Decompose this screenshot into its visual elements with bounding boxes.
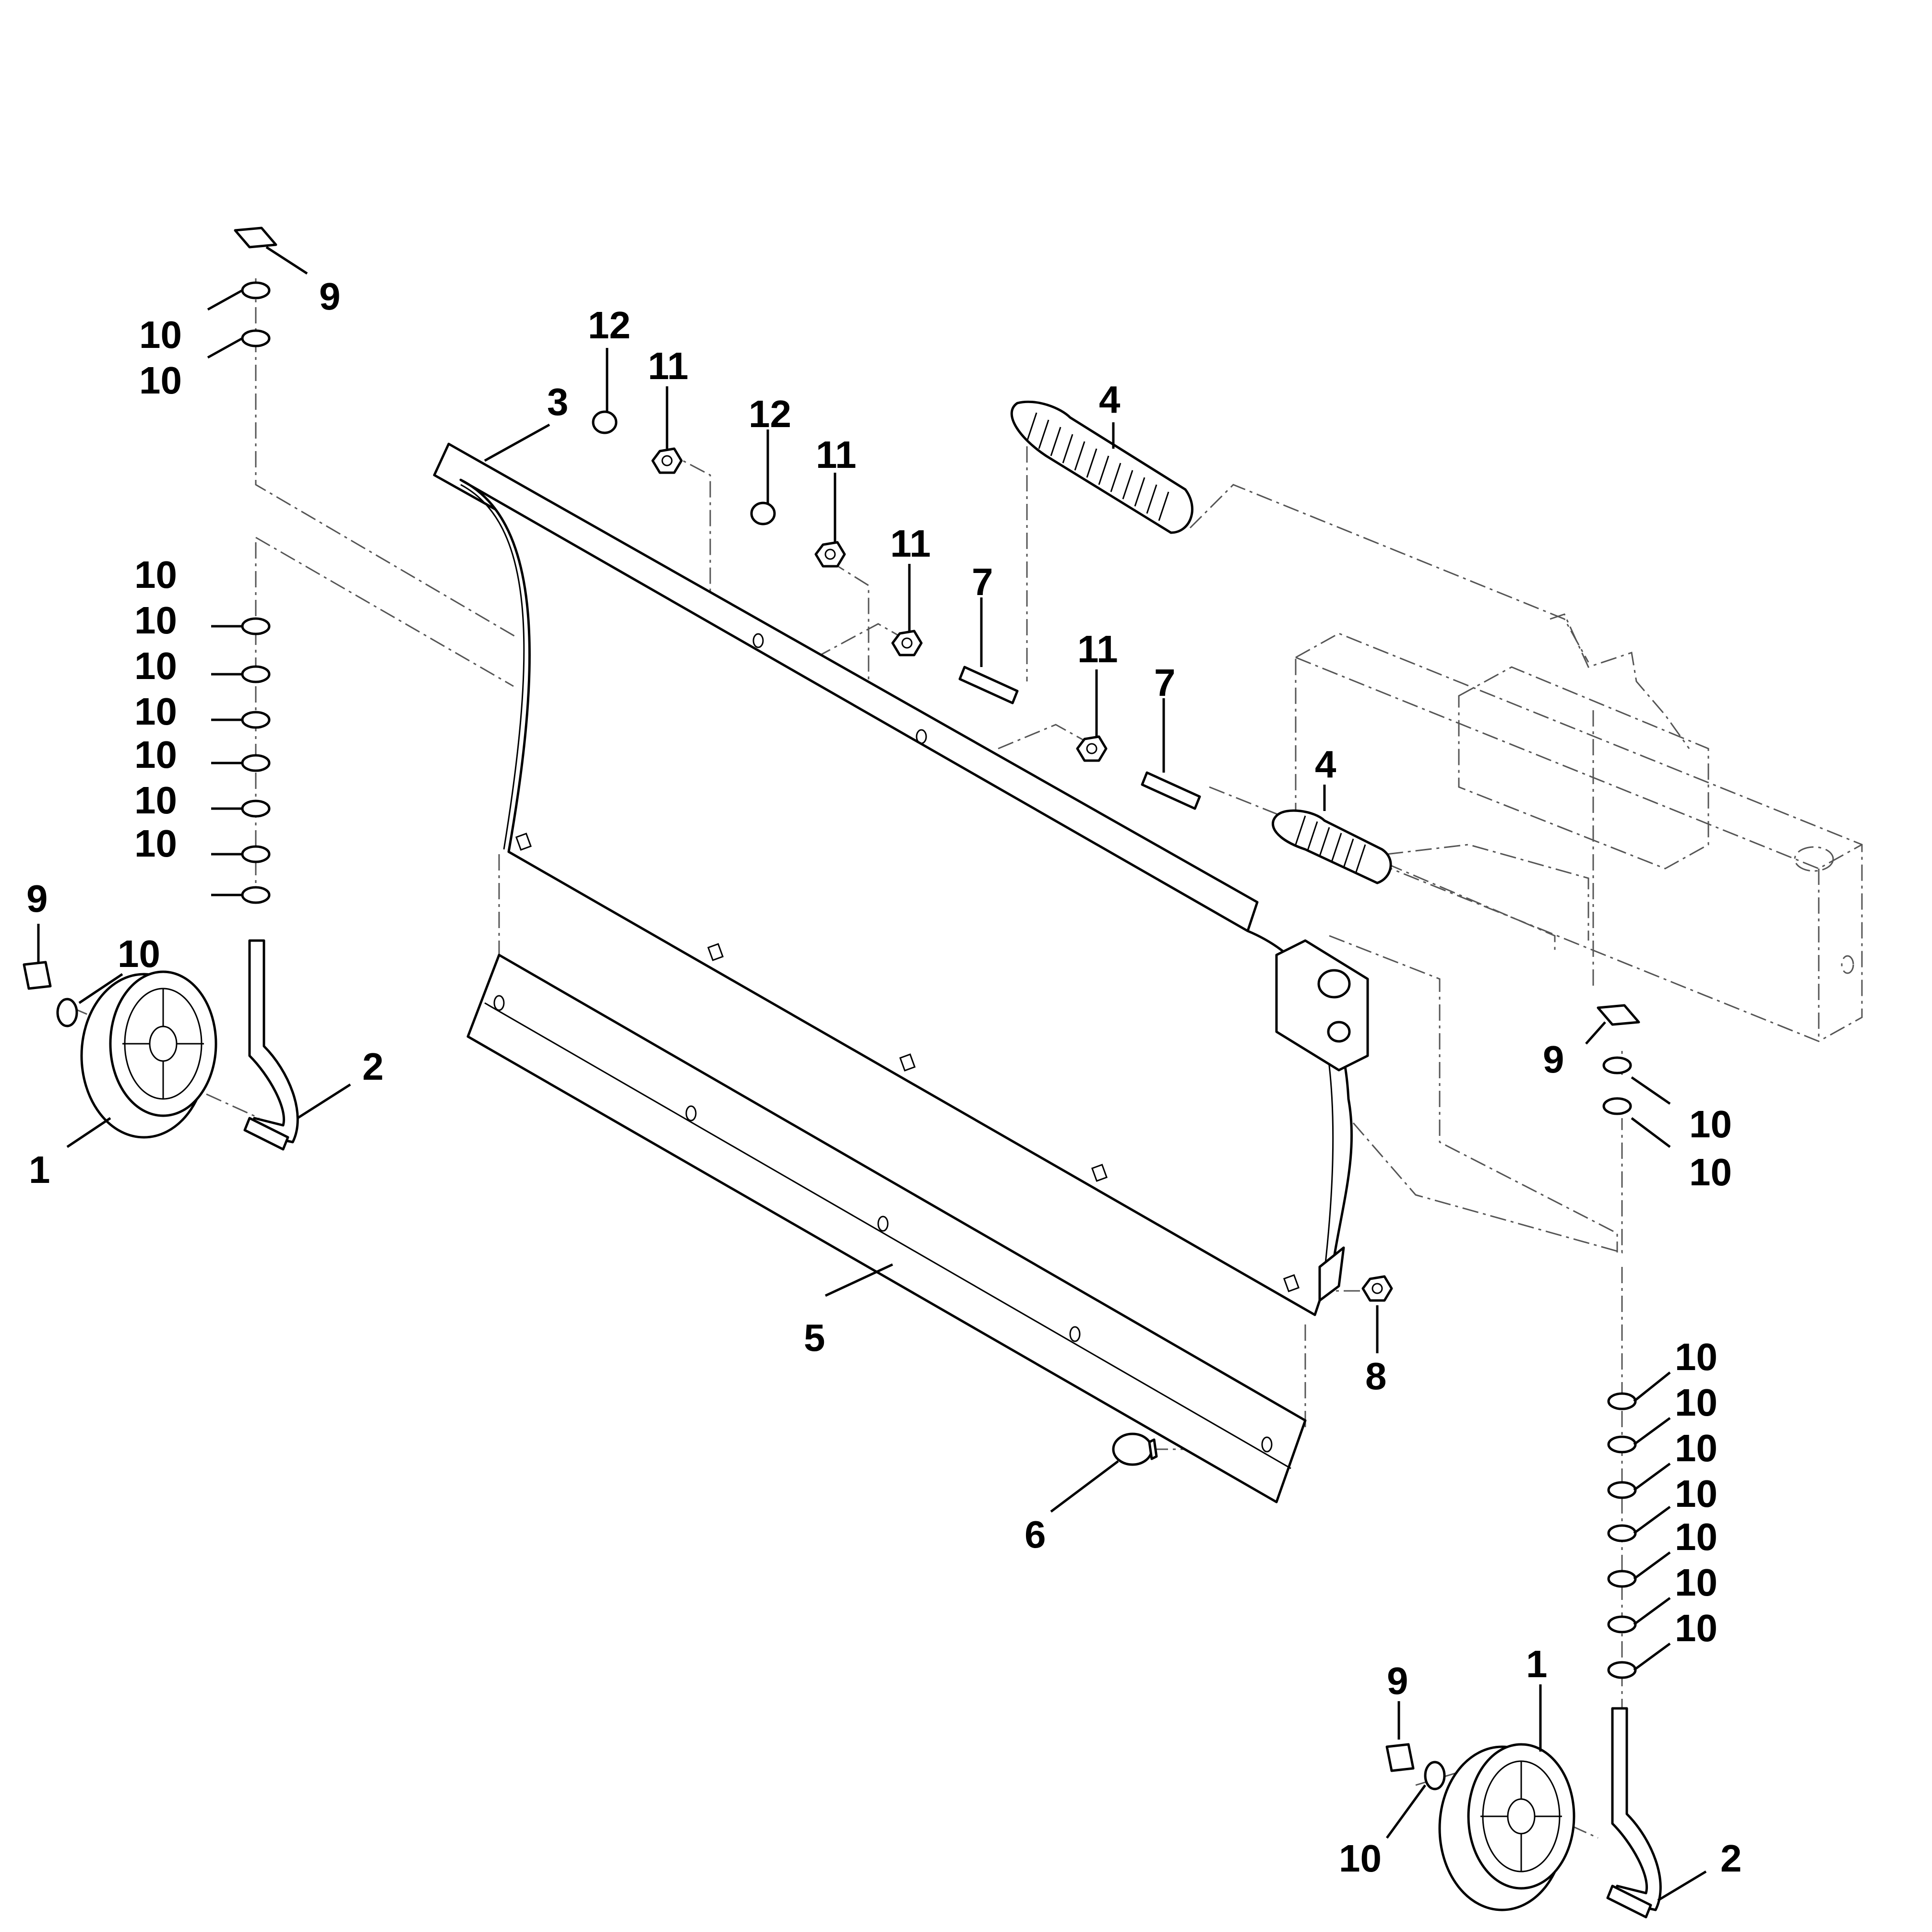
callout-7: 7 (1154, 661, 1176, 704)
callout-11: 11 (816, 433, 857, 476)
callout-7: 7 (972, 561, 993, 603)
callout-10: 10 (134, 733, 177, 776)
callout-9: 9 (26, 877, 48, 920)
callout-10: 10 (1689, 1103, 1732, 1145)
clip-9a (234, 227, 277, 249)
callout-10: 10 (1675, 1561, 1717, 1604)
callout-9: 9 (1387, 1659, 1408, 1702)
callout-10: 10 (1675, 1427, 1717, 1469)
callout-4: 4 (1099, 378, 1121, 421)
spring-lower (1272, 809, 1392, 884)
callout-10: 10 (1689, 1151, 1732, 1193)
clip-9c (23, 961, 52, 990)
callout-10: 10 (118, 932, 160, 975)
callout-2: 2 (362, 1045, 384, 1088)
spring-upper (1010, 400, 1193, 534)
callout-9: 9 (1543, 1038, 1564, 1081)
eye-bolt-lower (1141, 771, 1201, 810)
callout-10: 10 (1675, 1336, 1717, 1378)
callout-11: 11 (1077, 628, 1118, 670)
nut-8 (1361, 1275, 1393, 1302)
callout-10: 10 (139, 313, 182, 356)
callout-10: 10 (139, 359, 182, 402)
nut-11a (651, 447, 683, 474)
callout-2: 2 (1720, 1837, 1742, 1880)
callout-1: 1 (29, 1148, 50, 1191)
axle-left (243, 939, 299, 1151)
nut-11c (891, 630, 923, 656)
blade (433, 442, 1369, 1316)
callout-4: 4 (1315, 743, 1336, 786)
callout-10: 10 (134, 822, 177, 865)
washer-wheel-right (1424, 1761, 1446, 1790)
callout-10: 10 (134, 553, 177, 596)
clip-9b (1597, 1004, 1640, 1026)
callout-1: 1 (1526, 1643, 1548, 1685)
nut-11d (1076, 735, 1108, 762)
callout-12: 12 (588, 304, 631, 346)
callout-3: 3 (547, 381, 569, 423)
callout-10: 10 (1675, 1381, 1717, 1424)
callout-5: 5 (804, 1316, 825, 1359)
clip-9d (1385, 1743, 1415, 1772)
callout-10: 10 (134, 690, 177, 733)
assembly-lines (72, 278, 1623, 1839)
callout-10: 10 (1675, 1472, 1717, 1515)
nut-11b (814, 541, 846, 568)
wheel-right (1438, 1743, 1575, 1911)
cap-12a (592, 410, 618, 434)
callout-11: 11 (890, 522, 931, 565)
callout-labels: 9 10 10 12 11 3 12 11 4 11 7 11 7 4 10 1… (26, 275, 1742, 1880)
callout-10: 10 (134, 599, 177, 642)
eye-bolt-upper (958, 666, 1019, 704)
washer-wheel-left (56, 998, 78, 1027)
callout-8: 8 (1365, 1355, 1387, 1397)
axle-right (1606, 1707, 1662, 1919)
callout-12: 12 (749, 393, 791, 435)
callout-10: 10 (134, 779, 177, 822)
wear-edge (466, 954, 1307, 1503)
leader-lines (37, 246, 1707, 1902)
mounting-frame (1295, 613, 1863, 1042)
callout-11: 11 (648, 345, 689, 387)
callout-10: 10 (134, 644, 177, 687)
carriage-bolt (1112, 1432, 1158, 1466)
callout-9: 9 (319, 275, 341, 318)
cap-12b (750, 501, 776, 525)
callout-10: 10 (1675, 1607, 1717, 1649)
callout-6: 6 (1025, 1513, 1046, 1556)
callout-10: 10 (1339, 1837, 1382, 1880)
callout-10: 10 (1675, 1515, 1717, 1558)
wheel-left (80, 970, 217, 1139)
washer-stack-right (1602, 1056, 1637, 1679)
